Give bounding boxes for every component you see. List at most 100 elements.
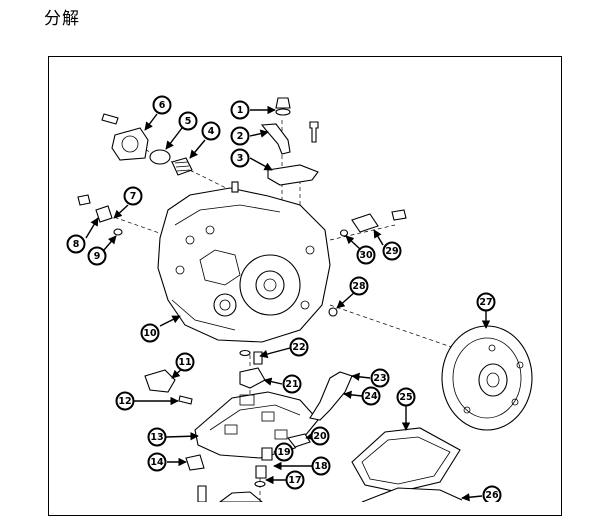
bolt: [255, 465, 267, 479]
oil-pan: [361, 487, 463, 502]
callout-circle: [361, 386, 381, 406]
callout-14: 14: [147, 452, 167, 472]
callout-number: 19: [277, 447, 290, 458]
callout-circle: [289, 337, 309, 357]
callout-circle: [285, 470, 305, 490]
callout-circle: [175, 352, 195, 372]
gasket: [239, 349, 251, 357]
callout-circle: [178, 111, 198, 131]
callout-number: 11: [178, 357, 191, 368]
callout-4: 4: [201, 121, 221, 141]
callout-number: 28: [352, 281, 366, 292]
leader-lines: [85, 105, 491, 502]
exploded-view-diagram: 1234567891011121314171819202122232425262…: [66, 95, 533, 502]
callout-circle: [87, 246, 107, 266]
solenoid-valve: [239, 367, 266, 389]
callout-8: 8: [66, 234, 86, 254]
callout-7: 7: [123, 186, 143, 206]
callout-number: 4: [208, 126, 215, 137]
output-sensor: [339, 209, 407, 237]
callout-23: 23: [370, 368, 390, 388]
callout-number: 1: [237, 105, 244, 116]
filter-housing: [101, 113, 149, 161]
callout-number: 12: [118, 396, 131, 407]
callout-17: 17: [285, 470, 305, 490]
speed-sensor: [77, 194, 123, 236]
callout-circle: [370, 368, 390, 388]
callout-circle: [476, 292, 496, 312]
bolt: [261, 447, 273, 461]
callout-25: 25: [396, 387, 416, 407]
callout-circle: [230, 148, 250, 168]
callout-circle: [201, 121, 221, 141]
callout-circle: [140, 323, 160, 343]
callout-19: 19: [274, 442, 294, 462]
pin: [178, 395, 193, 405]
callout-circle: [147, 452, 167, 472]
callout-circle: [152, 95, 172, 115]
cover-plate: [267, 164, 319, 186]
bolt: [309, 121, 319, 143]
callout-29: 29: [382, 241, 402, 261]
callout-27: 27: [476, 292, 496, 312]
callout-number: 14: [150, 457, 164, 468]
bolt: [253, 351, 263, 365]
callout-number: 25: [399, 392, 412, 403]
callout-20: 20: [310, 426, 330, 446]
callout-1: 1: [230, 100, 250, 120]
callout-number: 5: [185, 116, 192, 127]
wire-harness: [309, 371, 353, 421]
callout-21: 21: [282, 374, 302, 394]
callout-number: 3: [237, 153, 244, 164]
callout-circle: [482, 485, 502, 502]
callout-13: 13: [147, 427, 167, 447]
callout-6: 6: [152, 95, 172, 115]
callout-circle: [66, 234, 86, 254]
callout-number: 26: [485, 490, 499, 501]
callout-number: 7: [130, 191, 137, 202]
callout-24: 24: [361, 386, 381, 406]
callout-number: 2: [237, 131, 244, 142]
transmission-case: [157, 181, 331, 343]
callout-number: 9: [94, 251, 101, 262]
solenoid: [144, 369, 176, 393]
o-ring: [149, 149, 171, 165]
callout-circle: [349, 276, 369, 296]
callout-18: 18: [311, 456, 331, 476]
callout-10: 10: [140, 323, 160, 343]
callout-30: 30: [356, 245, 376, 265]
callout-11: 11: [175, 352, 195, 372]
callout-number: 6: [159, 100, 166, 111]
callout-number: 10: [143, 328, 157, 339]
callout-circle: [147, 427, 167, 447]
callout-circle: [356, 245, 376, 265]
callout-number: 27: [479, 297, 492, 308]
callout-number: 8: [73, 239, 80, 250]
page-heading: 分解: [44, 9, 80, 29]
callout-number: 20: [313, 431, 327, 442]
callout-circle: [230, 126, 250, 146]
part: [219, 491, 263, 502]
valve-body: [194, 391, 319, 459]
seal-ring: [328, 307, 338, 317]
connector: [287, 433, 311, 448]
clip: [185, 454, 205, 471]
callout-28: 28: [349, 276, 369, 296]
callout-26: 26: [482, 485, 502, 502]
callout-2: 2: [230, 126, 250, 146]
torque-converter: [441, 325, 533, 431]
callout-number: 17: [288, 475, 301, 486]
callout-number: 18: [314, 461, 328, 472]
filter-element: [171, 157, 193, 176]
callout-number: 13: [150, 432, 163, 443]
callout-9: 9: [87, 246, 107, 266]
callout-circle: [396, 387, 416, 407]
callout-number: 21: [285, 379, 298, 390]
callout-circle: [382, 241, 402, 261]
callout-circle: [311, 456, 331, 476]
callout-circle: [123, 186, 143, 206]
callout-number: 29: [385, 246, 398, 257]
callout-3: 3: [230, 148, 250, 168]
callout-circle: [274, 442, 294, 462]
